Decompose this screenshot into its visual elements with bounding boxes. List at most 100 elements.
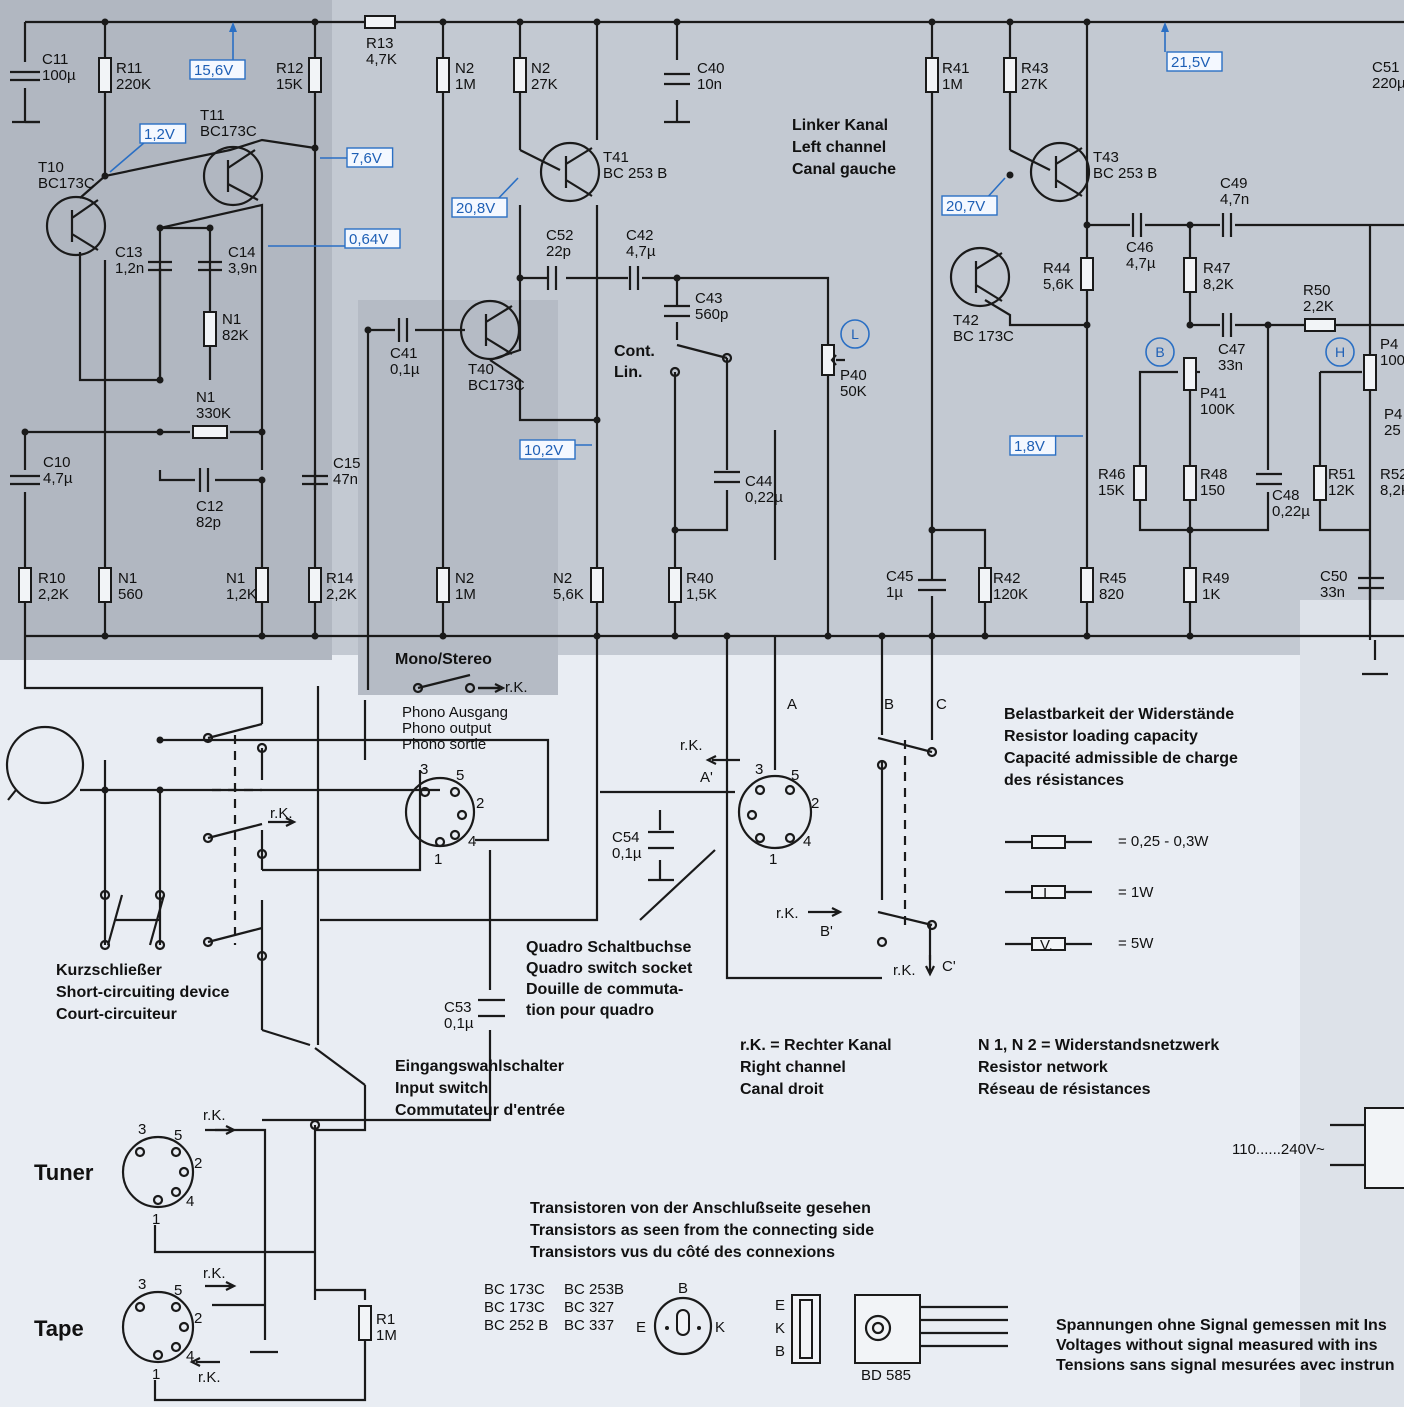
r10-name-label: R10 [38,570,66,587]
din-pin-number: 3 [755,761,763,778]
t42-value-label: BC 173C [953,328,1014,345]
voltage-value: 1,2V [144,126,175,143]
n2b-value-label: 27K [531,76,558,93]
n1d-value-label: 1,2K [226,586,257,603]
right-channel-label: Canal droit [740,1081,824,1098]
r47-value-label: 8,2K [1203,276,1234,293]
c46-value-label: 4,7µ [1126,255,1156,272]
r46-name-label: R46 [1098,466,1126,483]
c13-name-label: C13 [115,244,143,261]
din-pin-number: 4 [186,1348,194,1365]
r45-name-label: R45 [1099,570,1127,587]
r52-name-label: R52 [1380,466,1404,483]
t11-name-label: T11 [200,107,225,124]
c48-value-label: 0,22µ [1272,503,1310,520]
r48-name-label: R48 [1200,466,1228,483]
b-prime-label: B' [820,923,833,940]
phono-output-label: Phono output [402,720,492,737]
transistor-types-left: BC 173C [484,1281,545,1298]
quadro-socket-label: Quadro switch socket [526,960,693,977]
c51-name-label: C51 [1372,59,1400,76]
right-channel-label: Right channel [740,1059,846,1076]
t40-value-label: BC173C [468,377,525,394]
c44-value-label: 0,22µ [745,489,783,506]
transistors [45,141,1091,361]
t10-name-label: T10 [38,159,64,176]
p4y-value-label: 25 [1384,422,1401,439]
voltage-note-label: Tensions sans signal mesurées avec instr… [1056,1357,1395,1374]
left-channel-label: Canal gauche [792,161,896,178]
r43-name-label: R43 [1021,60,1049,77]
cont-lin-label: Lin. [614,364,642,381]
quadro-socket-label: Douille de commuta- [526,981,683,998]
r14-value-label: 2,2K [326,586,357,603]
voltage-note-label: Spannungen ohne Signal gemessen mit Ins [1056,1317,1387,1334]
din-pin-number: 4 [468,833,476,850]
transistor-types-left: BC 173C [484,1299,545,1316]
n1a-name-label: N1 [222,311,241,328]
stage1-panel [0,0,332,660]
t40-name-label: T40 [468,361,494,378]
p40-wiper [830,354,845,366]
voltage-box [344,228,401,249]
rk-label: r.K. [203,1107,226,1124]
cont-lin-label: Cont. [614,343,655,360]
load-capacity-label: Belastbarkeit der Widerstände [1004,706,1234,723]
voltage-labels: 15,6V1,2V7,6V0,64V20,8V10,2V20,7V21,5V1,… [139,51,1223,460]
din-pin-number: 2 [194,1155,202,1172]
c14-name-label: C14 [228,244,256,261]
r48-value-label: 150 [1200,482,1225,499]
tape-label: Tape [34,1316,84,1341]
r13-value-label: 4,7K [366,51,397,68]
control-marker-label: H [1335,344,1345,360]
n1d-name-label: N1 [226,570,245,587]
c50-value-label: 33n [1320,584,1345,601]
c46-name-label: C46 [1126,239,1154,256]
load-capacity-label: des résistances [1004,772,1124,789]
load-mark-1w: I [1043,885,1047,902]
r50-name-label: R50 [1303,282,1331,299]
voltage-value: 15,6V [194,62,233,79]
din-pin-number: 5 [456,767,464,784]
c14-value-label: 3,9n [228,260,257,277]
din-pin-number: 2 [811,795,819,812]
r51-value-label: 12K [1328,482,1355,499]
r40-value-label: 1,5K [686,586,717,603]
left-channel-label: Linker Kanal [792,117,888,134]
c15-value-label: 47n [333,471,358,488]
transistor-types-left: BC 252 B [484,1317,548,1334]
rk-label: r.K. [893,962,916,979]
r47-name-label: R47 [1203,260,1231,277]
bd585-label: BD 585 [861,1367,911,1384]
t11-value-label: BC173C [200,123,257,140]
c12-value-label: 82p [196,514,221,531]
din-pin-number: 3 [138,1121,146,1138]
socket-a-label: A [787,696,797,713]
n2a-name-label: N2 [455,60,474,77]
rk-label: r.K. [198,1369,221,1386]
r44-name-label: R44 [1043,260,1071,277]
network-label: Réseau de résistances [978,1081,1151,1098]
r41-value-label: 1M [942,76,963,93]
r42-value-label: 120K [993,586,1028,603]
voltage-box [139,123,187,144]
din-pin-number: 2 [194,1310,202,1327]
c41-name-label: C41 [390,345,418,362]
c40-value-label: 10n [697,76,722,93]
c50-name-label: C50 [1320,568,1348,585]
mains-pins [1330,1123,1365,1167]
load-mark-5w: V. [1040,937,1053,954]
din-pin-number: 1 [152,1211,160,1228]
signal-arrows [189,683,935,1367]
n1b-name-label: N1 [196,389,215,406]
din-pin-number: 2 [476,795,484,812]
voltage-value: 20,7V [946,198,985,215]
r10-value-label: 2,2K [38,586,69,603]
n2d-name-label: N2 [553,570,572,587]
mains-voltage-label: 110......240V~ [1232,1141,1325,1158]
transistor-view-label: Transistors as seen from the connecting … [530,1222,874,1239]
package-pin-label: B [775,1343,785,1360]
t41-name-label: T41 [603,149,629,166]
